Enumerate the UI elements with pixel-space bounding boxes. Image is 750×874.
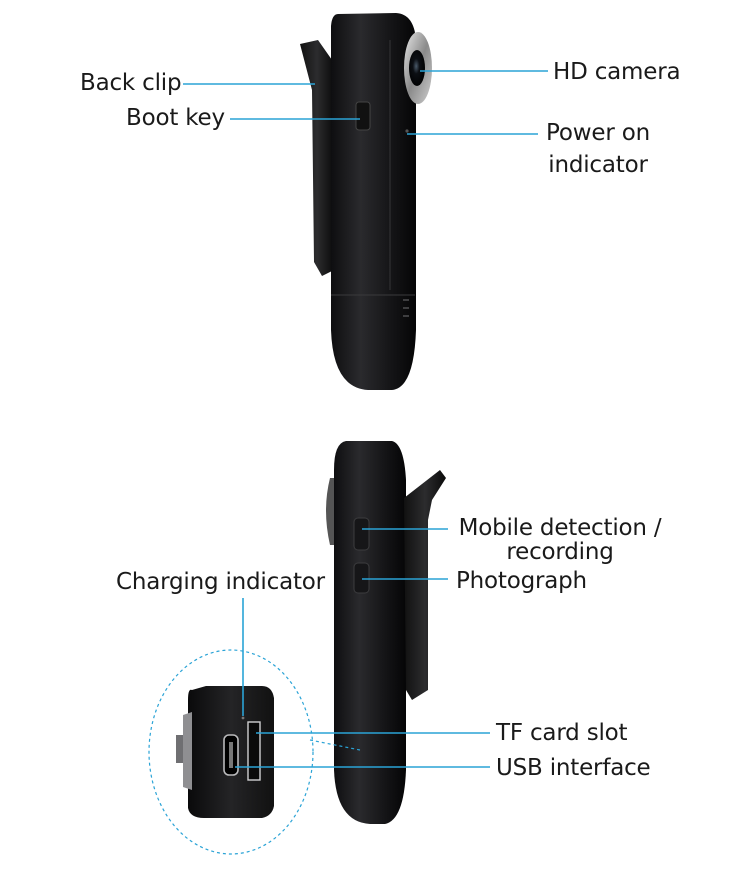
back-clip [300,40,334,276]
label-mobile-detection-line1: Mobile detection / [458,515,662,541]
detail-circle [148,649,314,855]
bottom-back-clip [404,470,446,700]
label-photograph: Photograph [456,568,587,594]
label-usb-interface: USB interface [496,755,651,781]
label-tf-card-slot: TF card slot [496,720,628,746]
bottom-device [326,441,446,824]
label-hd-camera: HD camera [553,59,681,85]
label-power-on-indicator-line1: Power on [546,120,650,146]
label-charging-indicator: Charging indicator [116,569,325,595]
label-power-on-indicator: Power on indicator [542,120,654,178]
vent-slots [403,299,409,317]
tf-card-slot [247,721,261,781]
mobile-detection-button [353,517,370,551]
power-indicator-led [405,129,409,133]
label-back-clip: Back clip [80,70,182,96]
charging-indicator-led [241,716,245,720]
top-device [300,13,432,390]
bottom-end-detail [148,649,361,855]
label-boot-key: Boot key [126,105,225,131]
label-power-on-indicator-line2: indicator [548,152,648,178]
leader-lines [183,70,548,768]
bottom-device-body [334,441,406,824]
top-device-body [331,13,416,390]
boot-key [355,101,371,131]
photograph-button [353,562,370,594]
label-mobile-detection-line2: recording [506,539,614,565]
hd-camera-lens [409,50,425,86]
label-mobile-detection: Mobile detection / recording [452,516,668,564]
